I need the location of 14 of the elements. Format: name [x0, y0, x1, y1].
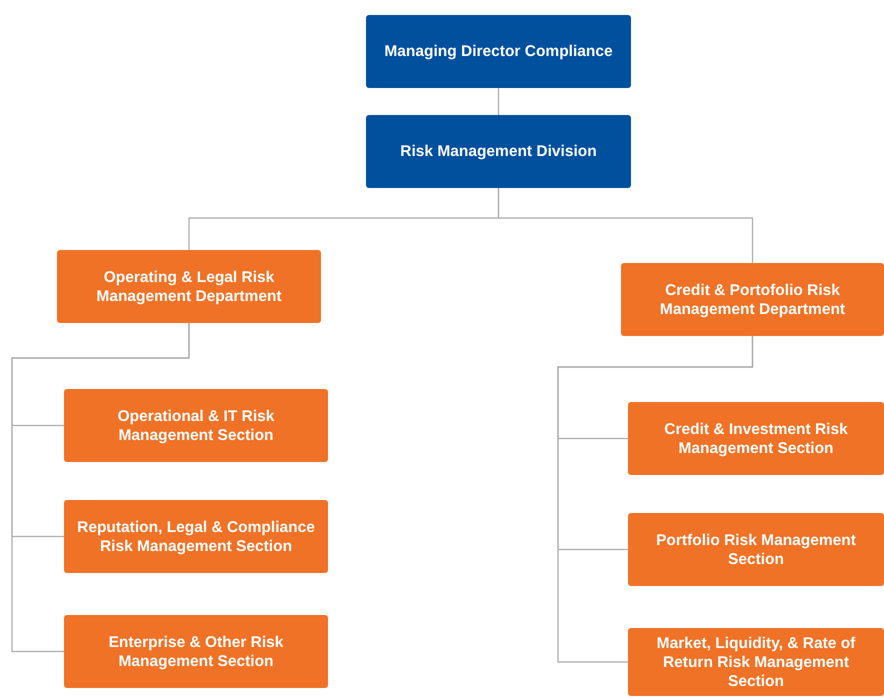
connector-line — [557, 336, 754, 663]
org-box: Operational & IT Risk Management Section — [64, 389, 328, 462]
org-box: Enterprise & Other Risk Management Section — [64, 615, 328, 688]
org-box: Risk Management Division — [366, 115, 631, 188]
org-box: Credit & Investment Risk Management Section — [628, 402, 884, 475]
connector-line — [498, 188, 754, 263]
org-box: Operating & Legal Risk Management Department — [57, 250, 321, 323]
org-box: Managing Director Compliance — [366, 15, 631, 88]
org-box: Market, Liquidity, & Rate of Return Risk Management Section — [628, 628, 884, 696]
org-box: Credit & Portofolio Risk Management Department — [621, 263, 884, 336]
org-box: Reputation, Legal & Compliance Risk Management Section — [64, 500, 328, 573]
connector-line — [498, 88, 500, 115]
org-box: Portfolio Risk Management Section — [628, 513, 884, 586]
connector-line — [11, 323, 190, 652]
